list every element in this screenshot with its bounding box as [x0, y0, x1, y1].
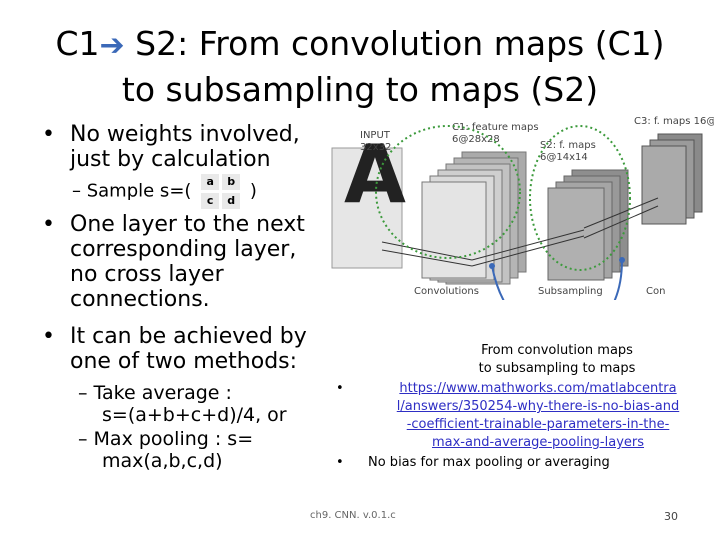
bullet-dot-icon: •	[336, 381, 344, 396]
bullet-2-line2: corresponding layer,	[70, 237, 297, 262]
sample-cell-b: b	[222, 174, 241, 190]
bullet-dot-icon: •	[42, 122, 55, 147]
c1-to-s2-arrow	[491, 259, 623, 300]
sample-cell-d: d	[222, 193, 241, 209]
arrow-start-dot	[489, 263, 495, 269]
sample-suffix: )	[249, 180, 257, 202]
page-number: 30	[664, 510, 678, 523]
method-average-line2: s=(a+b+c+d)/4, or	[102, 404, 287, 426]
title-c1: C1	[55, 24, 100, 63]
bullet-3-line2: one of two methods:	[70, 349, 298, 374]
c1-stack	[421, 151, 527, 285]
sample-grid: a b c d	[201, 174, 241, 209]
reference-url-line2[interactable]: l/answers/350254-why-there-is-no-bias-an…	[396, 399, 680, 414]
figure-caption: From convolution maps to subsampling to …	[452, 342, 662, 378]
connection-line	[471, 235, 585, 267]
s2-stack	[547, 169, 629, 281]
reference-url-line1[interactable]: https://www.mathworks.com/matlabcentra	[399, 381, 677, 396]
bullet-1-line2: just by calculation	[70, 147, 271, 172]
footer-course: ch9. CNN. v.0.1.c	[310, 510, 396, 521]
lenet-diagram: A INPUT 32x32 C1: feature maps 6@28x28 S…	[322, 110, 714, 300]
s2-size: 6@14x14	[540, 152, 588, 163]
sample-prefix: – Sample s=(	[72, 180, 192, 202]
connection-line	[381, 249, 473, 267]
input-size: 32x32	[360, 142, 391, 153]
bullet-dot-icon: •	[42, 212, 55, 237]
method-maxpool: – Max pooling : s= max(a,b,c,d)	[78, 428, 328, 472]
reference-url-line3[interactable]: -coefficient-trainable-parameters-in-the…	[406, 417, 670, 432]
input-plane	[331, 147, 403, 269]
s2-highlight-ellipse	[529, 125, 631, 271]
c3-stack	[641, 133, 703, 225]
title-line1: S2: From convolution maps (C1)	[124, 24, 665, 63]
bullet-dot-icon: •	[336, 455, 344, 470]
bullet-1: • No weights involved, just by calculati…	[42, 122, 322, 172]
connection-line	[381, 241, 473, 261]
connection-line	[583, 197, 659, 229]
bullet-dot-icon: •	[42, 324, 55, 349]
convolutions-label: Convolutions	[414, 286, 479, 297]
bullet-2-line4: connections.	[70, 287, 210, 312]
reference-note-item: • No bias for max pooling or averaging	[336, 454, 708, 472]
reference-link[interactable]: https://www.mathworks.com/matlabcentra l…	[368, 380, 708, 452]
c1-highlight-ellipse	[375, 125, 521, 259]
input-label: INPUT	[360, 130, 391, 141]
connection-line	[583, 205, 659, 239]
caption-line1: From convolution maps	[481, 343, 633, 358]
method-maxpool-line2: max(a,b,c,d)	[102, 450, 223, 472]
c1-label: C1: feature maps	[452, 122, 539, 133]
method-maxpool-line1: – Max pooling : s=	[78, 428, 254, 450]
sample-cell-c: c	[201, 193, 220, 209]
arrow-end-dot	[619, 257, 625, 263]
bullet-2-line1: One layer to the next	[70, 212, 305, 237]
slide-title: C1➔ S2: From convolution maps (C1) to su…	[0, 22, 720, 112]
c3-label: C3: f. maps 16@10x10	[634, 116, 714, 127]
method-average-line1: – Take average :	[78, 382, 232, 404]
c1-size: 6@28x28	[452, 134, 500, 145]
input-letter: A	[344, 128, 406, 221]
bullet-2: • One layer to the next corresponding la…	[42, 212, 332, 312]
connection-line	[471, 229, 585, 261]
sample-line: – Sample s=( a b c d )	[72, 174, 332, 214]
methods-list: – Take average : s=(a+b+c+d)/4, or – Max…	[78, 382, 328, 472]
right-arrow-icon: ➔	[99, 28, 125, 63]
bullet-2-line3: no cross layer	[70, 262, 224, 287]
reference-note: No bias for max pooling or averaging	[368, 455, 610, 470]
con-label: Con	[646, 286, 665, 297]
title-line2: to subsampling to maps (S2)	[121, 70, 599, 109]
reference-list: • https://www.mathworks.com/matlabcentra…	[336, 380, 708, 472]
bullet-3: • It can be achieved by one of two metho…	[42, 324, 332, 374]
s2-label: S2: f. maps	[540, 140, 596, 151]
reference-link-item: • https://www.mathworks.com/matlabcentra…	[336, 380, 708, 452]
method-average: – Take average : s=(a+b+c+d)/4, or	[78, 382, 328, 426]
caption-line2: to subsampling to maps	[478, 361, 636, 376]
reference-url-line4[interactable]: max-and-average-pooling-layers	[431, 435, 645, 450]
subsampling-label: Subsampling	[538, 286, 603, 297]
bullet-3-line1: It can be achieved by	[70, 324, 307, 349]
sample-cell-a: a	[201, 174, 220, 190]
bullet-1-line1: No weights involved,	[70, 122, 300, 147]
